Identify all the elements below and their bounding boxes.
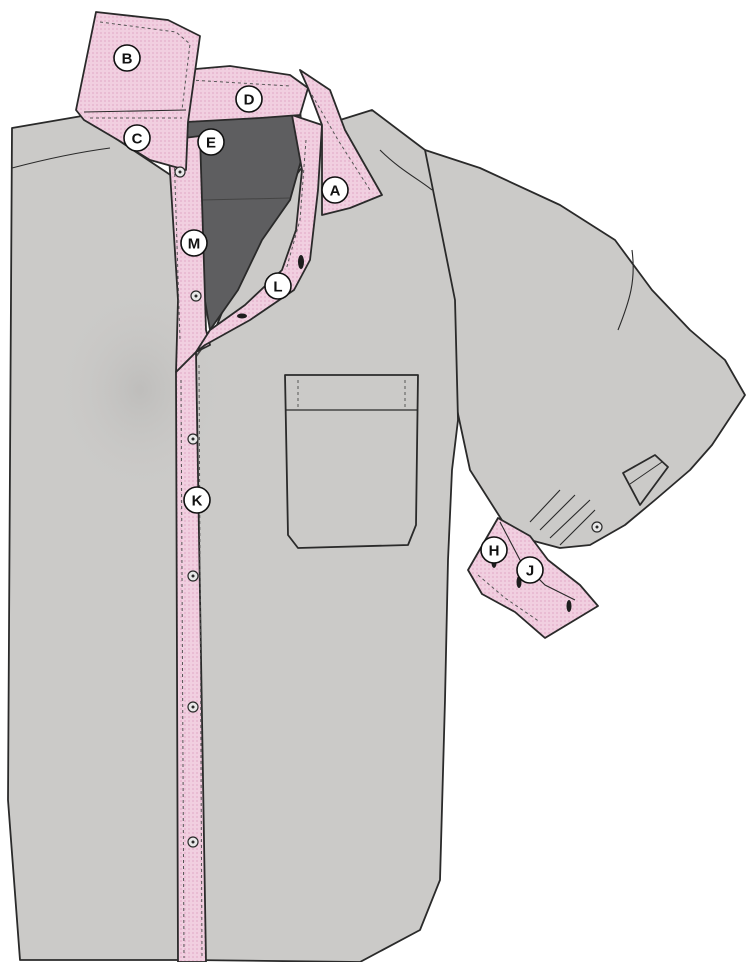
callout-k: K bbox=[184, 487, 210, 513]
callout-l: L bbox=[265, 273, 291, 299]
svg-text:C: C bbox=[132, 131, 143, 148]
sleeve bbox=[425, 150, 745, 548]
button-sleeve bbox=[592, 522, 602, 532]
svg-text:D: D bbox=[244, 92, 255, 109]
svg-text:L: L bbox=[273, 279, 282, 296]
buttonhole-cuff-3 bbox=[567, 600, 572, 612]
svg-text:H: H bbox=[489, 543, 500, 560]
callout-h: H bbox=[481, 537, 507, 563]
callout-e: E bbox=[198, 129, 224, 155]
callout-b: B bbox=[114, 45, 140, 71]
svg-text:M: M bbox=[188, 236, 201, 253]
callout-c: C bbox=[124, 125, 150, 151]
svg-text:B: B bbox=[122, 51, 133, 68]
button-placket-4 bbox=[188, 702, 198, 712]
svg-text:J: J bbox=[526, 563, 534, 580]
buttonhole-band-2 bbox=[237, 314, 247, 319]
chest-pocket bbox=[285, 375, 418, 548]
callout-j: J bbox=[517, 557, 543, 583]
buttonhole-band-1 bbox=[298, 255, 304, 269]
svg-text:A: A bbox=[330, 183, 341, 200]
button-placket-2 bbox=[188, 434, 198, 444]
svg-text:K: K bbox=[192, 493, 203, 510]
button-placket-1 bbox=[191, 291, 201, 301]
callout-m: M bbox=[181, 230, 207, 256]
callout-d: D bbox=[236, 86, 262, 112]
callout-a: A bbox=[322, 177, 348, 203]
svg-text:E: E bbox=[206, 135, 216, 152]
button-placket-3 bbox=[188, 571, 198, 581]
button-placket-5 bbox=[188, 837, 198, 847]
button-collar bbox=[175, 167, 185, 177]
